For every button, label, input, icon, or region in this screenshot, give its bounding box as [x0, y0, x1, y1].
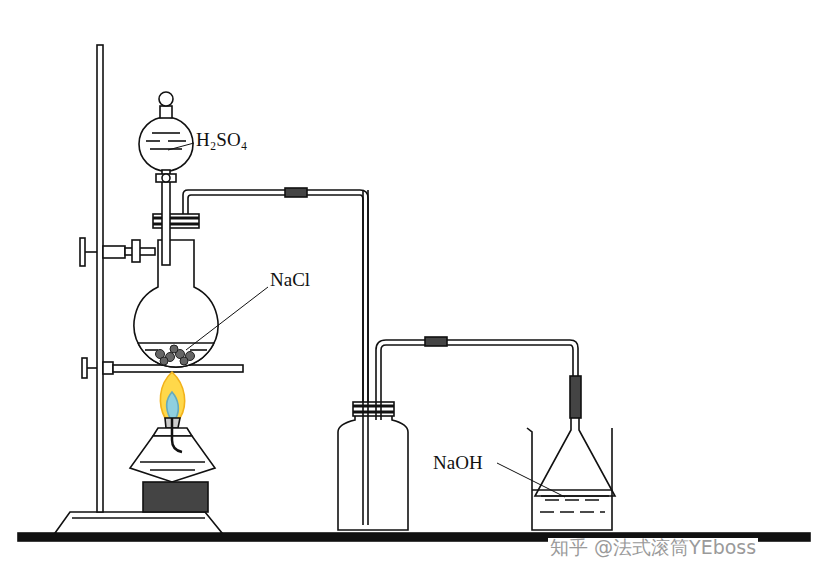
reagent-label: NaCl	[270, 270, 310, 289]
watermark: 知乎 @法式滚筒YEboss	[548, 538, 758, 557]
reagent-label: NaOH	[433, 453, 483, 472]
reagent-label: H₂SO₄	[196, 130, 247, 149]
